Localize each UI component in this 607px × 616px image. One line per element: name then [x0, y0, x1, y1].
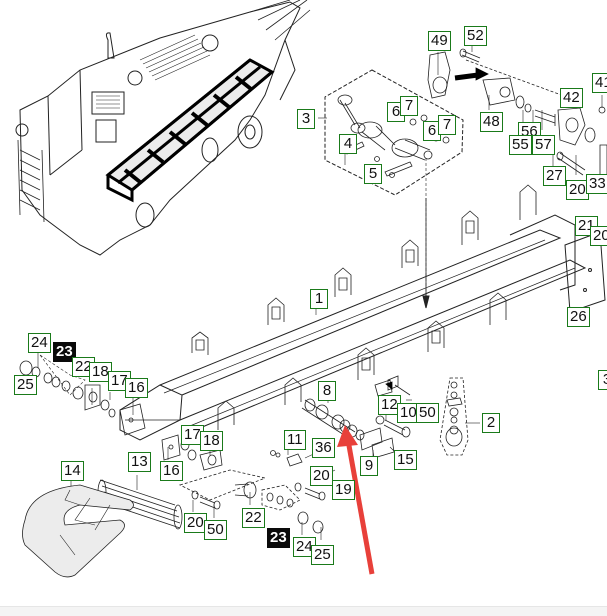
callout-23-center[interactable]: 23: [267, 528, 290, 548]
callout-13-roller[interactable]: 13: [128, 452, 151, 472]
callout-16-left[interactable]: 16: [125, 378, 148, 398]
callout-18-left[interactable]: 18: [89, 362, 112, 382]
callout-25-center[interactable]: 25: [311, 545, 334, 565]
bearing-group-illustration: [427, 48, 607, 176]
callout-24-center[interactable]: 24: [293, 537, 316, 557]
belt-14-illustration: [22, 484, 134, 578]
callout-48[interactable]: 48: [480, 112, 503, 132]
callout-3-spring-kit[interactable]: 3: [297, 109, 315, 129]
left-roller-group-illustration: [19, 360, 146, 436]
callout-42[interactable]: 42: [560, 88, 583, 108]
callout-14-belt[interactable]: 14: [61, 461, 84, 481]
callout-15[interactable]: 15: [394, 450, 417, 470]
callout-8-shaft[interactable]: 8: [318, 381, 336, 401]
callout-1-frame[interactable]: 1: [310, 289, 328, 309]
callout-20-top[interactable]: 20: [566, 180, 589, 200]
callout-4[interactable]: 4: [339, 134, 357, 154]
callout-50-bracket[interactable]: 50: [416, 403, 439, 423]
callout-20-lower[interactable]: 20: [184, 513, 207, 533]
callout-50-lower[interactable]: 50: [204, 520, 227, 540]
callout-41[interactable]: 41: [592, 73, 607, 93]
callout-49[interactable]: 49: [428, 31, 451, 51]
shaft-group-illustration: [161, 377, 469, 534]
callout-25-left[interactable]: 25: [14, 375, 37, 395]
callout-10[interactable]: 10: [397, 403, 420, 423]
callout-7[interactable]: 7: [400, 96, 418, 116]
callout-2-mount[interactable]: 2: [482, 413, 500, 433]
machine-overview-illustration: [15, 0, 311, 256]
callout-18-center[interactable]: 18: [200, 431, 223, 451]
callout-12[interactable]: 12: [378, 395, 401, 415]
highlighted-conveyor-frame: [105, 58, 275, 203]
red-annotation-arrow: [337, 425, 375, 575]
callout-3-edge[interactable]: 3: [598, 370, 607, 390]
callout-6b[interactable]: 6: [423, 121, 441, 141]
callout-7b[interactable]: 7: [438, 115, 456, 135]
callout-24-left[interactable]: 24: [28, 333, 51, 353]
callout-20-center[interactable]: 20: [310, 466, 333, 486]
callout-27[interactable]: 27: [543, 166, 566, 186]
callout-52[interactable]: 52: [464, 26, 487, 46]
callout-20-right[interactable]: 20: [590, 226, 607, 246]
callout-26[interactable]: 26: [567, 307, 590, 327]
callout-33[interactable]: 33: [586, 174, 607, 194]
bottom-edge-strip: [0, 606, 607, 616]
callout-19[interactable]: 19: [332, 480, 355, 500]
callout-57[interactable]: 57: [532, 135, 555, 155]
callout-9[interactable]: 9: [360, 456, 378, 476]
callout-11[interactable]: 11: [284, 430, 306, 450]
callout-5[interactable]: 5: [364, 164, 382, 184]
callout-16-center[interactable]: 16: [160, 461, 183, 481]
callout-36[interactable]: 36: [312, 438, 335, 458]
callout-55[interactable]: 55: [509, 135, 532, 155]
callout-22-center[interactable]: 22: [242, 508, 265, 528]
spring-kit-illustration: [324, 69, 464, 309]
callout-23-left[interactable]: 23: [53, 342, 76, 362]
main-frame-illustration: [119, 184, 606, 441]
